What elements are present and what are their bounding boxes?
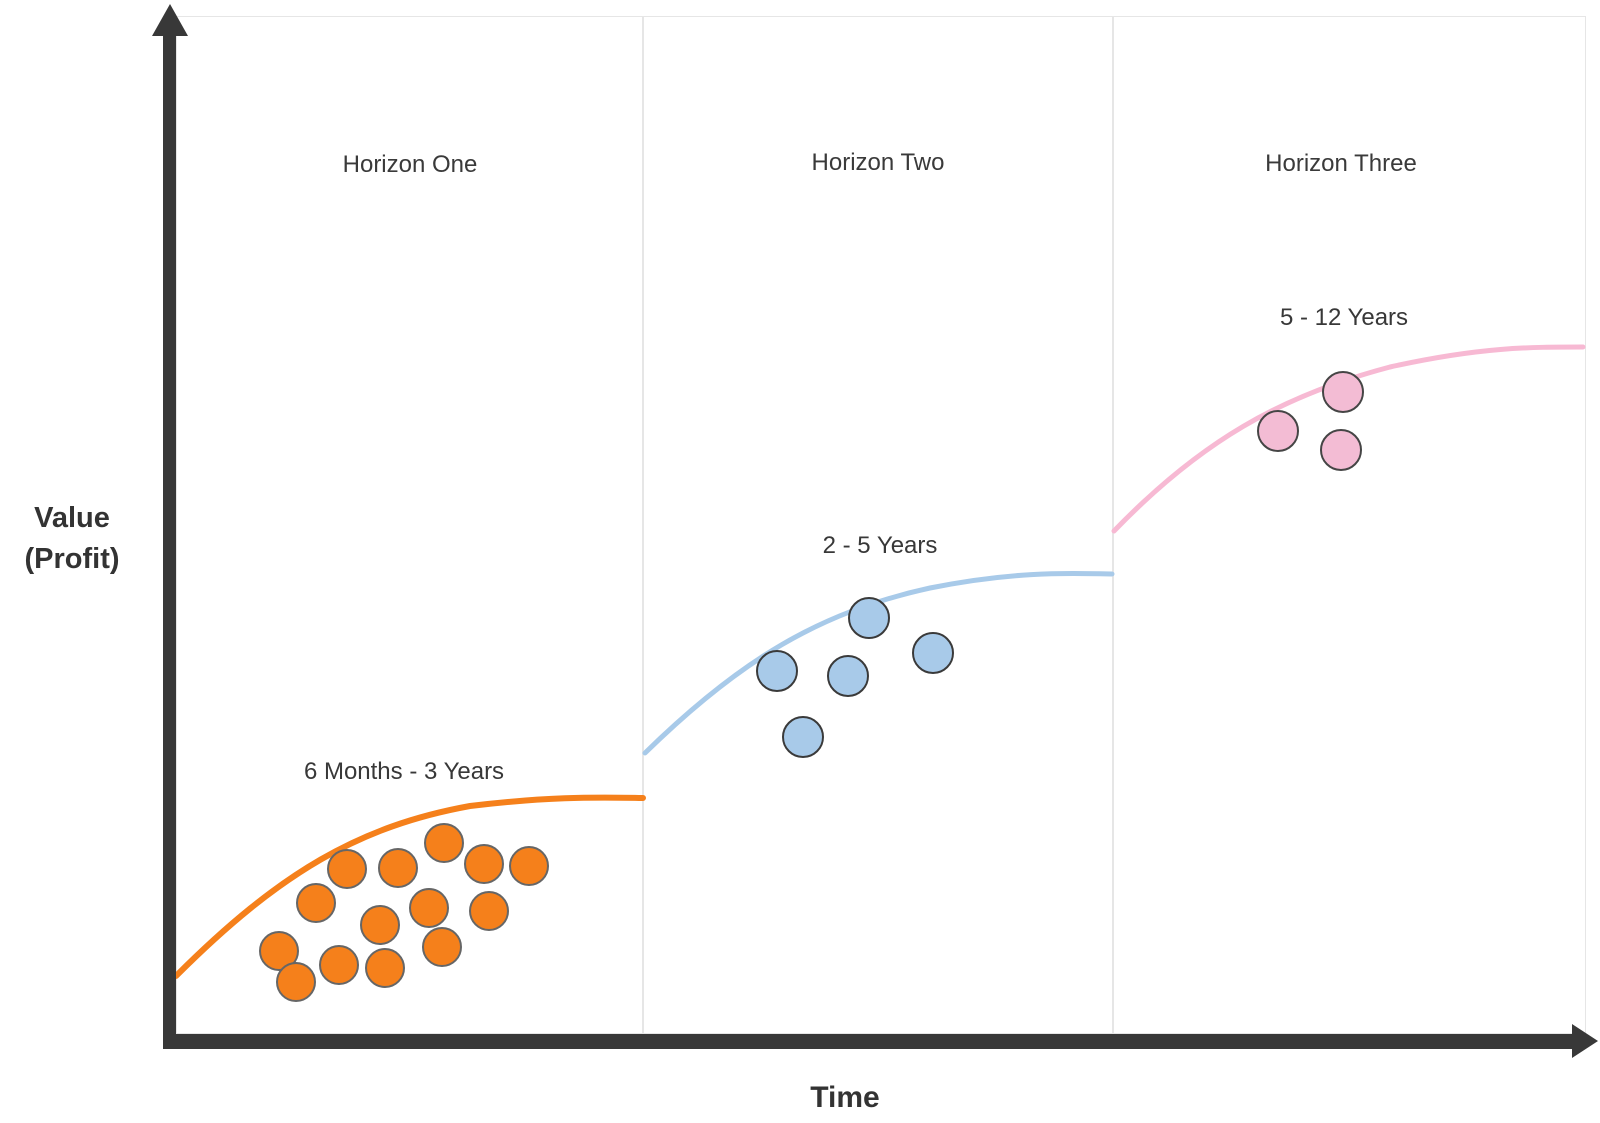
y-axis-label-line1: Value [34, 502, 110, 534]
y-axis-label-line2: (Profit) [24, 543, 120, 575]
horizon-two-timeframe-label: 2 - 5 Years [822, 532, 938, 559]
x-axis-arrowhead-icon [1572, 1024, 1598, 1058]
y-axis-label: Value (Profit) [8, 498, 136, 580]
horizon-three-timeframe-label: 5 - 12 Years [1279, 304, 1409, 331]
horizon-one-timeframe-label: 6 Months - 3 Years [303, 758, 505, 785]
horizon-two-title: Horizon Two [811, 149, 945, 176]
y-axis [163, 30, 176, 1049]
x-axis [163, 1034, 1577, 1049]
horizon-two-panel [643, 16, 1113, 1034]
horizon-three-title: Horizon Three [1265, 150, 1417, 177]
horizon-one-title: Horizon One [342, 151, 478, 178]
x-axis-label: Time [810, 1081, 880, 1114]
y-axis-arrowhead-icon [152, 4, 188, 36]
